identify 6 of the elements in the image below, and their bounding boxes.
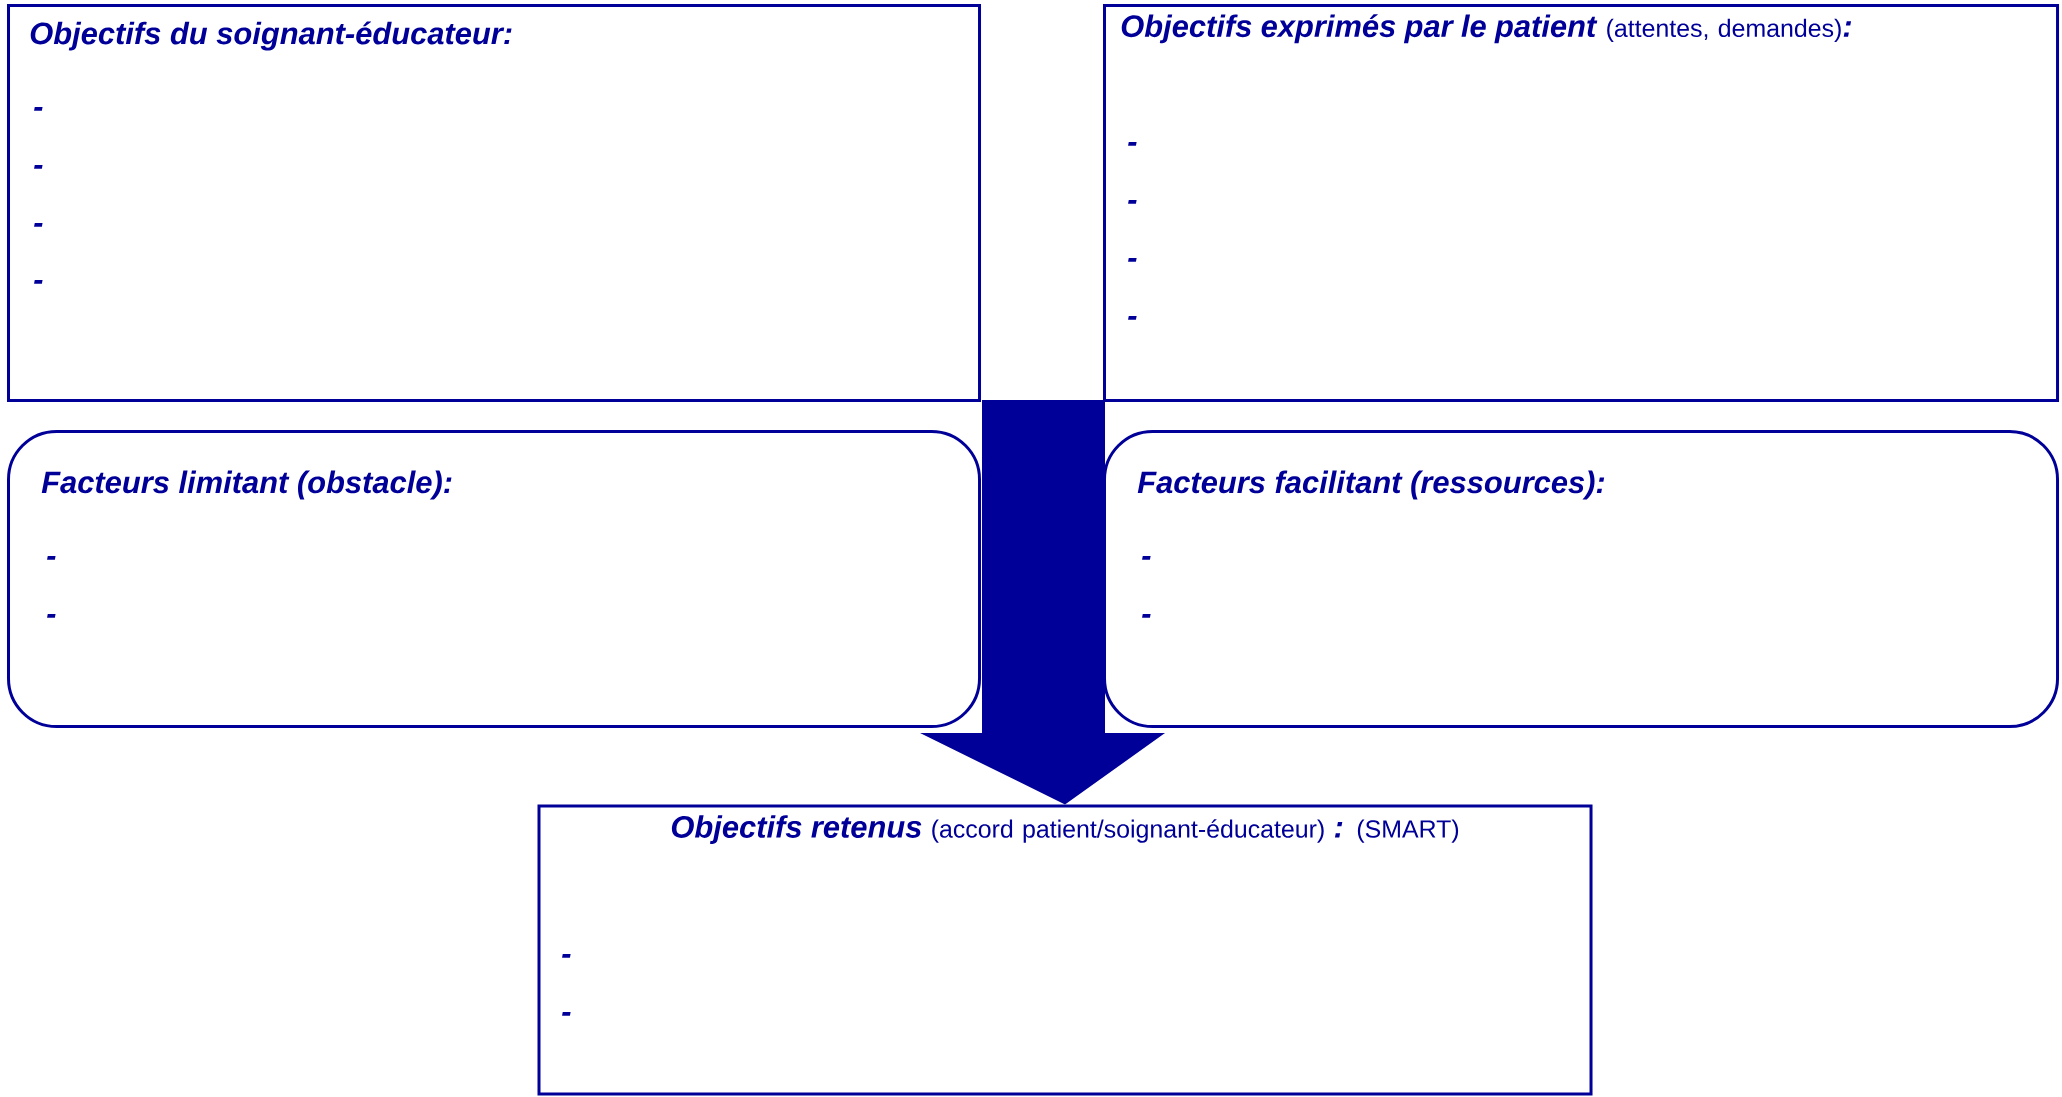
objective-box: Objectifs exprimés par le patient (attentes, demandes): - - - - bbox=[1103, 4, 2060, 402]
objective-box: Facteurs facilitant (ressources): - - bbox=[1103, 430, 2060, 728]
objective-box: Objectifs du soignant-éducateur: - - - - bbox=[7, 4, 981, 402]
objective-box: Objectifs retenus (accord patient/soignant-éducateur) : (SMART) - - bbox=[537, 804, 1593, 1096]
block-arrow bbox=[920, 400, 1165, 805]
objective-box: Facteurs limitant (obstacle): - - bbox=[7, 430, 981, 728]
